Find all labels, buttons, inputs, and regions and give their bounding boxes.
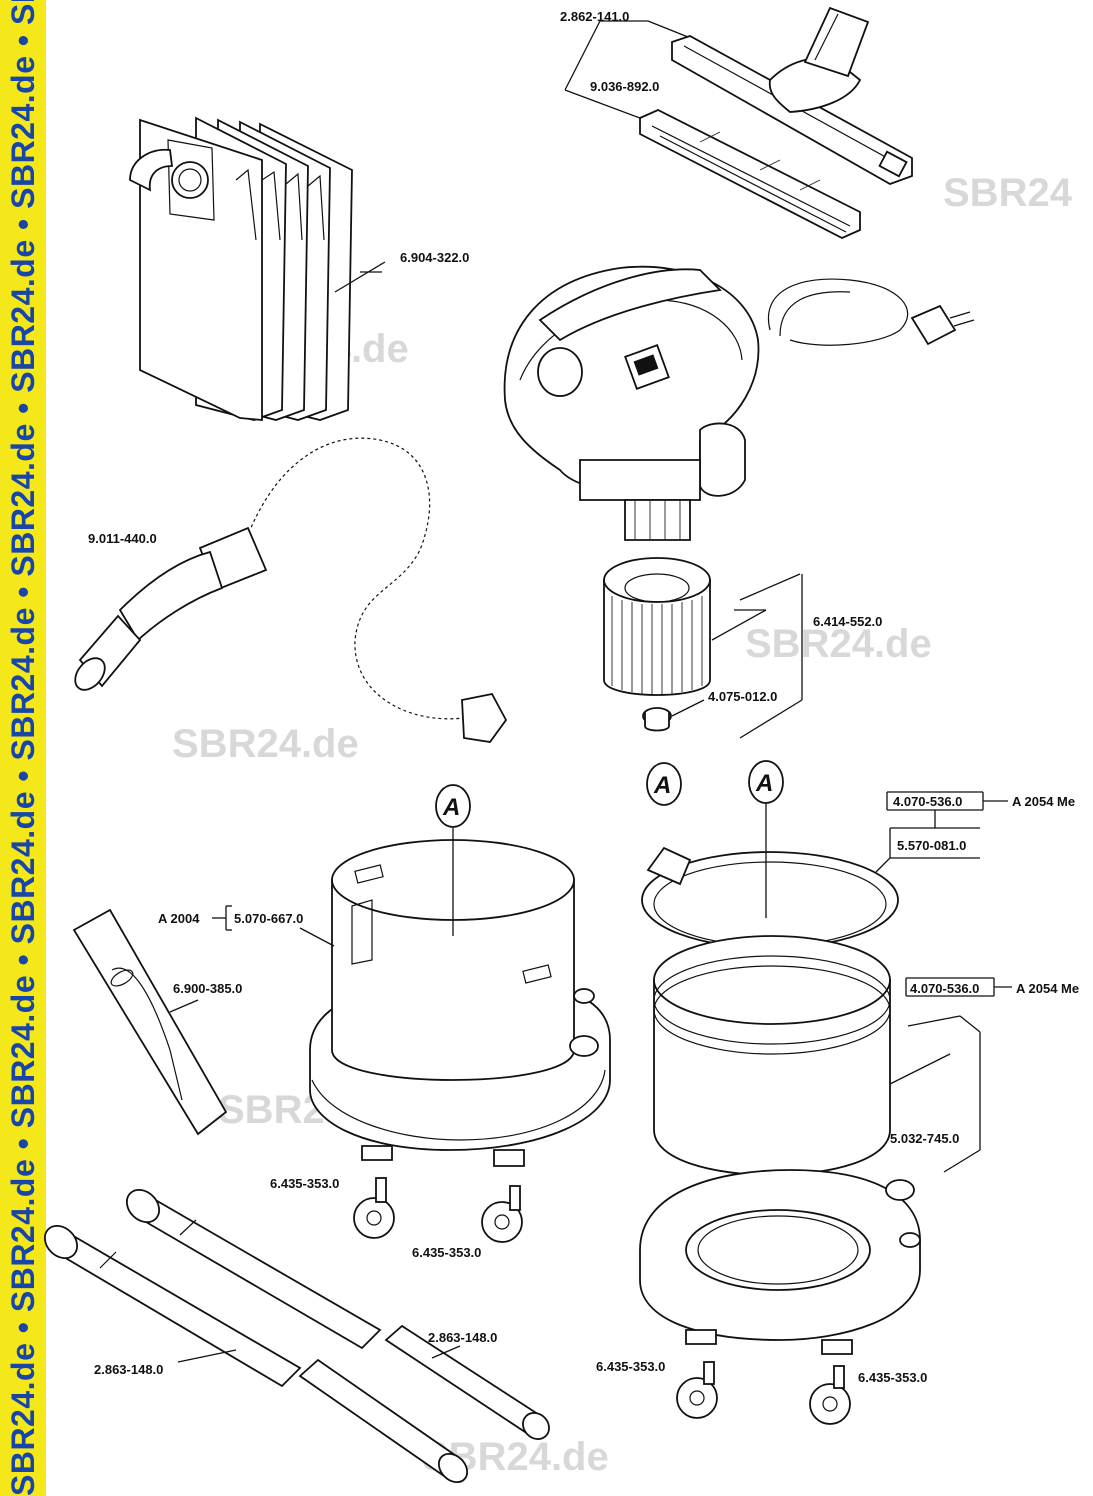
castor	[676, 1361, 718, 1419]
watermark: SBR24.de	[172, 722, 359, 766]
part-number-castor: 6.435-353.0	[858, 1370, 927, 1385]
extension-tube	[43, 1224, 469, 1484]
callout-marker: A	[435, 784, 471, 828]
part-number-ring-top: 4.070-536.0	[893, 794, 962, 809]
watermark: SBR24.de	[745, 622, 932, 666]
castor	[353, 1177, 395, 1239]
part-number-extension-tube: 2.863-148.0	[94, 1362, 163, 1377]
crevice-nozzle	[72, 908, 228, 1136]
base	[639, 1169, 921, 1355]
callout-marker: A	[646, 762, 682, 806]
left-container	[309, 839, 611, 1167]
floor-nozzle	[671, 6, 913, 185]
castor	[809, 1365, 851, 1425]
part-number-filter-bags: 6.904-322.0	[400, 250, 469, 265]
clamp-ring	[641, 846, 899, 949]
part-number-left-container: 5.070-667.0	[234, 911, 303, 926]
part-number-crevice-nozzle: 6.900-385.0	[173, 981, 242, 996]
motor-head	[503, 265, 975, 541]
callout-letter: A	[755, 770, 773, 797]
part-number-floor-nozzle: 2.862-141.0	[560, 9, 629, 24]
filter-nut	[642, 707, 672, 732]
side-banner: SBR24.de • SBR24.de • SBR24.de • SBR24.d…	[0, 0, 46, 1496]
part-number-extension-tube: 2.863-148.0	[428, 1330, 497, 1345]
part-number-nozzle-insert: 9.036-892.0	[590, 79, 659, 94]
callout-letter: A	[653, 772, 671, 799]
watermark: SBR24	[943, 171, 1073, 215]
nozzle-insert	[639, 109, 861, 239]
suction-hose	[74, 429, 508, 743]
container-ring-variant: A 2054 Me	[1016, 981, 1079, 996]
part-number-container-ring: 4.070-536.0	[910, 981, 979, 996]
part-number-castor: 6.435-353.0	[270, 1176, 339, 1191]
part-number-castor: 6.435-353.0	[412, 1245, 481, 1260]
part-number-cartridge-filter: 6.414-552.0	[813, 614, 882, 629]
callout-marker: A	[748, 760, 784, 804]
part-number-suction-hose: 9.011-440.0	[88, 531, 157, 546]
part-number-filter-nut: 4.075-012.0	[708, 689, 777, 704]
cartridge-filter	[603, 557, 711, 696]
filter-bags	[129, 116, 353, 421]
left-container-variant: A 2004	[158, 911, 200, 926]
part-number-castor: 6.435-353.0	[596, 1359, 665, 1374]
stainless-container	[653, 935, 891, 1176]
part-number-clamp-ring: 5.570-081.0	[897, 838, 966, 853]
extension-tube	[125, 1188, 550, 1440]
ring-top-variant: A 2054 Me	[1012, 794, 1075, 809]
castor	[481, 1185, 523, 1243]
part-number-base: 5.032-745.0	[890, 1131, 959, 1146]
callout-letter: A	[442, 794, 460, 821]
